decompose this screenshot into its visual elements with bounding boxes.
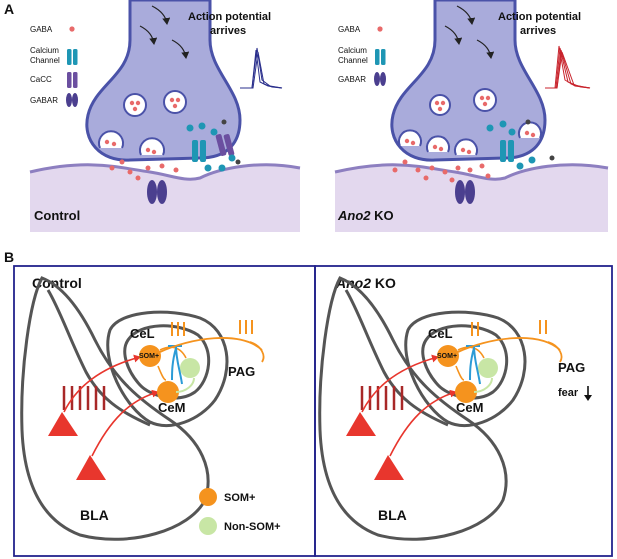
non-som-neuron bbox=[180, 358, 200, 378]
panel-a-left-legend: GABA Calcium Channel CaCC GABAR bbox=[30, 25, 78, 107]
legend-calcium-label-ko: Calcium bbox=[338, 46, 367, 55]
som-neuron-cel-ko bbox=[437, 345, 459, 367]
legend-channel-label-ko: Channel bbox=[338, 56, 368, 65]
gabar-legend-ko-icon bbox=[374, 72, 380, 86]
ko-circuit: Ano2 KO CeL CeM PAG fear BLA SOM+ bbox=[318, 275, 592, 541]
bla-to-som-projection-ko bbox=[361, 354, 439, 413]
som-neuron-cem-ko bbox=[455, 381, 477, 403]
cea-outline-ko bbox=[404, 310, 527, 428]
gabar-legend-icon bbox=[66, 93, 72, 107]
synaptic-vesicles-ko bbox=[398, 88, 542, 156]
action-potential-trace-ko bbox=[545, 45, 591, 89]
blue-input-terminal bbox=[168, 345, 183, 385]
bla-neuron-lower-ko bbox=[374, 455, 404, 480]
bla-to-som-projection bbox=[63, 354, 141, 413]
ko-gene-name: Ano2 bbox=[337, 208, 371, 223]
ko-condition-label: Ano2 KO bbox=[337, 208, 394, 223]
arrives-label: arrives bbox=[210, 25, 246, 37]
presynaptic-terminal-ko bbox=[390, 0, 547, 162]
calcium-ions-ko bbox=[486, 119, 555, 170]
bla-neuron-upper-ko bbox=[346, 412, 376, 436]
cel-outline bbox=[123, 324, 211, 400]
legend-gabar-label: GABAR bbox=[30, 96, 58, 105]
calcium-channel-legend-ko-icon bbox=[375, 49, 380, 65]
cacc-legend-icon bbox=[67, 72, 72, 88]
som-neuron-cel bbox=[139, 345, 161, 367]
pag-spike-train-ko bbox=[539, 320, 547, 334]
synaptic-vesicles bbox=[98, 90, 187, 156]
ko-circuit-frame bbox=[314, 265, 613, 557]
pag-label-ko: PAG bbox=[558, 360, 585, 375]
som-legend-label: SOM+ bbox=[224, 492, 255, 504]
control-circuit: Control CeL CeM PAG BLA SOM+ bbox=[20, 275, 281, 541]
pag-spike-train bbox=[239, 320, 253, 334]
fear-label: fear bbox=[558, 387, 579, 399]
gaba-receptor-ko-icon bbox=[455, 180, 475, 204]
bla-outline bbox=[20, 276, 210, 541]
cel-spike-train-ko bbox=[471, 322, 479, 336]
legend-channel-label: Channel bbox=[30, 56, 60, 65]
calcium-channel-legend-icon bbox=[67, 49, 72, 65]
bla-label: BLA bbox=[80, 507, 109, 523]
cem-label-ko: CeM bbox=[456, 400, 483, 415]
ko-circuit-suffix: KO bbox=[371, 275, 396, 291]
ko-circuit-title: Ano2 KO bbox=[335, 275, 396, 291]
gaba-icon-ko bbox=[377, 26, 383, 32]
som-neuron-label: SOM+ bbox=[139, 353, 159, 360]
cacc-channel-icon bbox=[215, 134, 235, 156]
action-potential-label: Action potential bbox=[188, 11, 271, 23]
bla-neuron-upper bbox=[48, 412, 78, 436]
non-som-legend-label: Non-SOM+ bbox=[224, 521, 281, 533]
cem-label: CeM bbox=[158, 400, 185, 415]
action-potential-label-ko: Action potential bbox=[498, 11, 581, 23]
pag-label: PAG bbox=[228, 364, 255, 379]
cel-spike-train bbox=[171, 322, 185, 336]
bla-to-cem-projection-ko bbox=[389, 389, 457, 457]
ano2-ko-synapse: GABA Calcium Channel GABAR Action potent… bbox=[334, 0, 609, 232]
bla-neuron-lower bbox=[76, 455, 106, 480]
control-condition-label: Control bbox=[34, 208, 80, 223]
legend-gabar-label-ko: GABAR bbox=[338, 75, 366, 84]
som-legend-icon bbox=[199, 488, 217, 506]
gaba-icon bbox=[69, 26, 75, 32]
cea-outline bbox=[106, 310, 229, 428]
control-synapse: GABA Calcium Channel CaCC GABAR Action p… bbox=[29, 0, 301, 232]
bla-to-cem-projection bbox=[91, 389, 159, 457]
ko-suffix: KO bbox=[371, 208, 394, 223]
som-neuron-label-ko: SOM+ bbox=[437, 353, 457, 360]
cel-label: CeL bbox=[130, 326, 155, 341]
panel-b-label: B bbox=[4, 249, 14, 265]
cel-outline-ko bbox=[421, 324, 509, 400]
released-gaba-ko bbox=[392, 159, 491, 183]
som-neuron-cem bbox=[157, 381, 179, 403]
calcium-channel-ko-icon bbox=[500, 140, 514, 162]
fear-down-arrow-icon bbox=[584, 386, 592, 401]
legend-gaba-label: GABA bbox=[30, 25, 53, 34]
blue-input-terminal-ko bbox=[466, 345, 481, 385]
bla-spike-train-ko bbox=[360, 386, 404, 410]
panel-a-label: A bbox=[4, 1, 14, 17]
calcium-ions bbox=[186, 119, 241, 172]
arrives-label-ko: arrives bbox=[520, 25, 556, 37]
legend-calcium-label: Calcium bbox=[30, 46, 59, 55]
calcium-channel-icon bbox=[192, 140, 206, 162]
non-som-neuron-ko bbox=[478, 358, 498, 378]
bla-label-ko: BLA bbox=[378, 507, 407, 523]
bla-outline-ko bbox=[318, 276, 508, 541]
released-gaba bbox=[109, 159, 179, 181]
cel-label-ko: CeL bbox=[428, 326, 453, 341]
gaba-receptor-icon bbox=[147, 180, 167, 204]
presynaptic-terminal bbox=[85, 0, 242, 162]
panel-a-right-legend: GABA Calcium Channel GABAR bbox=[338, 25, 386, 86]
action-potential-trace bbox=[240, 47, 283, 89]
non-som-legend-icon bbox=[199, 517, 217, 535]
legend-gaba-label-ko: GABA bbox=[338, 25, 361, 34]
legend-cacc-label: CaCC bbox=[30, 75, 52, 84]
